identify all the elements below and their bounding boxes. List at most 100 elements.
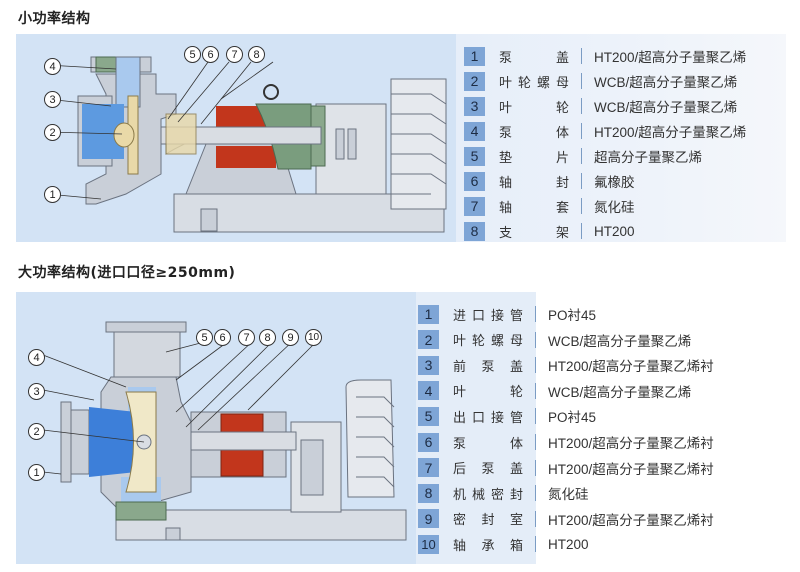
callout-8: 8 (259, 329, 276, 346)
part-name-char: 机 (453, 487, 467, 503)
part-number-badge: 7 (418, 458, 439, 478)
part-number-badge: 2 (418, 330, 439, 350)
part-name: 出口接管 (453, 407, 523, 426)
callout-6: 6 (214, 329, 231, 346)
part-material: PO衬45 (548, 308, 597, 323)
column-separator (535, 331, 536, 348)
column-separator (581, 173, 582, 189)
callout-10: 10 (305, 329, 322, 346)
part-name: 泵体 (499, 122, 569, 141)
small-pump-diagram (46, 56, 447, 233)
part-number-badge: 4 (464, 121, 485, 141)
part-material: HT200/超高分子量聚乙烯衬 (548, 359, 714, 375)
part-name-char: 垫 (499, 150, 513, 166)
column-separator (535, 459, 536, 476)
part-material: 氟橡胶 (594, 175, 635, 190)
callout-5: 5 (184, 46, 201, 63)
column-separator (581, 148, 582, 164)
part-material: WCB/超高分子量聚乙烯 (594, 100, 738, 115)
part-number-badge: 9 (418, 509, 439, 529)
part-name-char: 叶 (499, 100, 513, 116)
part-number-badge: 6 (464, 171, 485, 191)
part-name-char: 盖 (509, 462, 523, 478)
part-name: 后泵盖 (453, 458, 523, 477)
inlet-flange (60, 401, 72, 483)
part-row: 5 出口接管 PO衬45 (418, 406, 596, 426)
motor (390, 78, 447, 210)
small-section-title: 小功率结构 (18, 11, 91, 27)
small-diagram-panel: 4 3 2 1 5 6 7 8 (16, 34, 456, 242)
part-number-badge: 3 (464, 96, 485, 116)
part-material: PO衬45 (548, 410, 597, 426)
foot-green (115, 501, 167, 521)
part-name-char: 出 (453, 410, 467, 426)
part-name-char: 泵 (481, 359, 495, 375)
column-separator (581, 98, 582, 114)
callout-8: 8 (248, 46, 265, 63)
part-number-badge: 5 (418, 406, 439, 426)
part-name: 支架 (499, 222, 569, 241)
part-material: HT200/超高分子量聚乙烯衬 (548, 461, 714, 477)
part-number-badge: 4 (418, 381, 439, 401)
column-separator (581, 73, 582, 89)
part-name-char: 轮 (555, 100, 569, 116)
part-name: 泵盖 (499, 47, 569, 66)
part-name-char: 封 (509, 487, 523, 503)
part-name: 轴封 (499, 172, 569, 191)
part-name: 叶轮螺母 (453, 330, 523, 349)
column-separator (535, 434, 536, 450)
part-name-char: 轴 (453, 538, 467, 554)
part-name-char: 叶 (453, 334, 467, 350)
part-name-char: 箱 (509, 538, 523, 554)
small-parts-table-panel (456, 34, 786, 242)
part-name-char: 叶 (453, 385, 467, 401)
part-name-char: 叶 (499, 75, 513, 91)
part-name-char: 管 (509, 308, 523, 324)
part-name-char: 械 (471, 487, 485, 503)
part-name-char: 架 (555, 225, 569, 241)
part-material: HT200/超高分子量聚乙烯衬 (548, 512, 714, 528)
part-name-char: 泵 (453, 436, 467, 452)
part-name-char: 口 (471, 308, 485, 324)
outlet-flange (105, 321, 187, 333)
part-row: 5 垫片 超高分子量聚乙烯 (464, 146, 702, 166)
part-name-char: 封 (481, 513, 495, 529)
part-name: 轴承箱 (453, 535, 523, 554)
callout-1: 1 (28, 464, 45, 481)
part-name: 垫片 (499, 147, 569, 166)
part-material: 氮化硅 (594, 200, 635, 215)
large-diagram-panel: 4 3 2 1 5 6 7 8 9 10 (16, 292, 416, 564)
part-number-badge: 8 (464, 221, 485, 241)
column-separator (535, 382, 536, 399)
part-material: HT200/超高分子量聚乙烯 (594, 125, 747, 140)
part-number-badge: 5 (464, 146, 485, 166)
part-name-char: 轮 (517, 75, 531, 91)
part-row: 4 泵体 HT200/超高分子量聚乙烯 (464, 121, 746, 141)
impeller-nut (113, 122, 135, 148)
part-name-char: 接 (490, 410, 504, 426)
part-name-char: 密 (453, 513, 467, 529)
part-material: 超高分子量聚乙烯 (594, 150, 702, 165)
part-number-badge: 1 (464, 46, 485, 66)
part-name-char: 进 (453, 308, 467, 324)
part-name-char: 母 (555, 75, 569, 91)
part-name-char: 管 (509, 410, 523, 426)
part-name: 叶轮 (499, 97, 569, 116)
column-separator (535, 357, 536, 374)
part-name-char: 后 (453, 462, 467, 478)
part-name-char: 泵 (499, 50, 513, 66)
part-number-badge: 3 (418, 355, 439, 375)
part-name-char: 螺 (490, 334, 504, 350)
part-name-char: 螺 (536, 75, 550, 91)
callout-2: 2 (28, 423, 45, 440)
callout-6: 6 (202, 46, 219, 63)
part-name-char: 母 (509, 334, 523, 350)
motor (345, 379, 395, 498)
lifting-ring (263, 84, 279, 100)
